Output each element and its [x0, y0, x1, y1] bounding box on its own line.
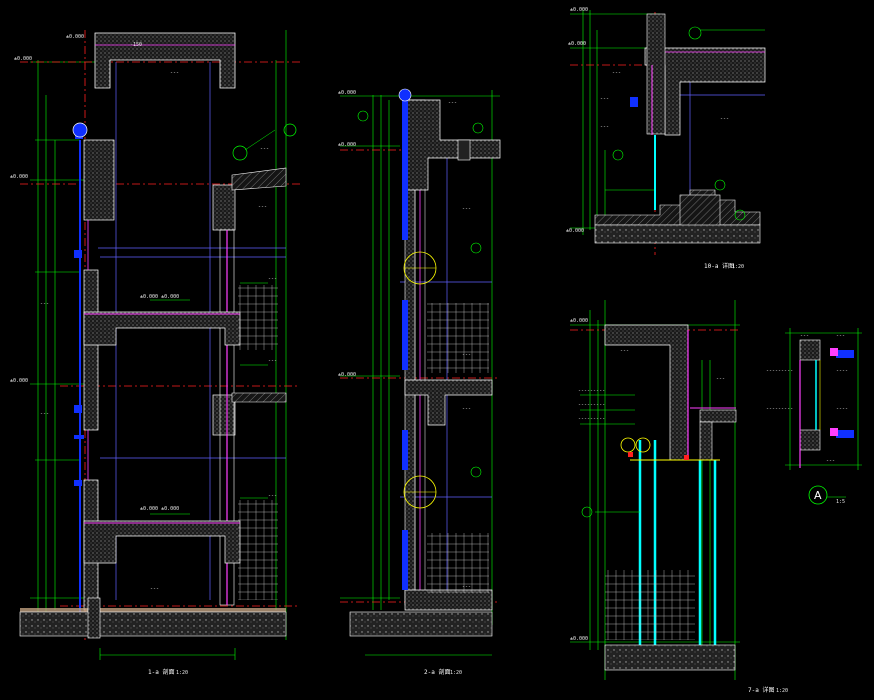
svg-text:---: ---: [836, 333, 845, 339]
svg-text:±0.000: ±0.000: [10, 378, 28, 384]
svg-text:±0.000: ±0.000: [338, 90, 356, 96]
svg-text:---: ---: [258, 204, 267, 210]
svg-text:---: ---: [462, 406, 471, 412]
svg-text:±0.000 ±0.000: ±0.000 ±0.000: [140, 294, 179, 300]
svg-text:---: ---: [462, 584, 471, 590]
detail-3-title: 10-a 详图: [704, 262, 734, 270]
svg-text:---: ---: [826, 458, 835, 464]
detail-2-scale: 1:20: [450, 670, 462, 676]
svg-text:---: ---: [40, 301, 49, 307]
svg-text:---: ---: [268, 358, 277, 364]
svg-text:---: ---: [260, 146, 269, 152]
svg-text:±0.000: ±0.000: [14, 56, 32, 62]
detail-4-scale: 1:20: [776, 688, 788, 694]
svg-text:±0.000 ±0.000: ±0.000 ±0.000: [140, 506, 179, 512]
callout-a-label: A: [814, 489, 822, 502]
svg-text:---: ---: [448, 100, 457, 106]
callout-a-circle: [808, 485, 828, 505]
svg-text:---: ---: [600, 124, 609, 130]
section-detail-4: ±0.000 ±0.000 --------- --------- ------…: [570, 300, 788, 694]
svg-text:±0.000: ±0.000: [570, 318, 588, 324]
detail-1-scale: 1:20: [176, 670, 188, 676]
section-detail-3: ±0.000 ±0.000 ±0.000 --- --- --- --- 10-…: [566, 7, 766, 270]
svg-text:---: ---: [462, 206, 471, 212]
svg-text:---------: ---------: [766, 368, 793, 374]
callout-detail-a: --- --- --------- --------- ---- ---- --…: [766, 328, 862, 505]
svg-text:---------: ---------: [578, 388, 605, 394]
detail-3-scale: 1:20: [732, 264, 744, 270]
svg-text:---: ---: [600, 96, 609, 102]
svg-text:---------: ---------: [766, 406, 793, 412]
detail-4-title: 7-a 详图: [748, 686, 774, 694]
svg-text:---: ---: [462, 352, 471, 358]
svg-text:-150: -150: [130, 42, 142, 48]
svg-text:---: ---: [40, 411, 49, 417]
detail-2-title: 2-a 剖面: [424, 668, 450, 676]
detail-1-title: 1-a 剖面: [148, 668, 174, 676]
svg-text:----: ----: [836, 368, 848, 374]
svg-text:---: ---: [268, 276, 277, 282]
svg-text:±0.000: ±0.000: [566, 228, 584, 234]
svg-text:---: ---: [720, 116, 729, 122]
svg-text:---: ---: [170, 70, 179, 76]
svg-text:---: ---: [150, 586, 159, 592]
svg-text:---------: ---------: [578, 416, 605, 422]
svg-text:±0.000: ±0.000: [66, 34, 84, 40]
section-detail-2: ±0.000 ±0.000 ±0.000 --- --- --- --- ---…: [338, 88, 501, 676]
svg-text:±0.000: ±0.000: [338, 372, 356, 378]
svg-text:---------: ---------: [578, 402, 605, 408]
svg-text:±0.000: ±0.000: [570, 7, 588, 13]
svg-text:---: ---: [716, 376, 725, 382]
svg-text:----: ----: [836, 406, 848, 412]
svg-text:±0.000: ±0.000: [338, 142, 356, 148]
svg-text:±0.000: ±0.000: [568, 41, 586, 47]
svg-text:---: ---: [800, 333, 809, 339]
svg-text:±0.000: ±0.000: [10, 174, 28, 180]
section-detail-1: ±0.000 ±0.000 ±0.000 ±0.000 -150 --- ±0.…: [10, 30, 300, 676]
svg-text:±0.000: ±0.000: [570, 636, 588, 642]
svg-text:---: ---: [612, 70, 621, 76]
svg-text:---: ---: [620, 348, 629, 354]
callout-a-scale: 1:5: [836, 499, 845, 505]
svg-text:---: ---: [268, 493, 277, 499]
